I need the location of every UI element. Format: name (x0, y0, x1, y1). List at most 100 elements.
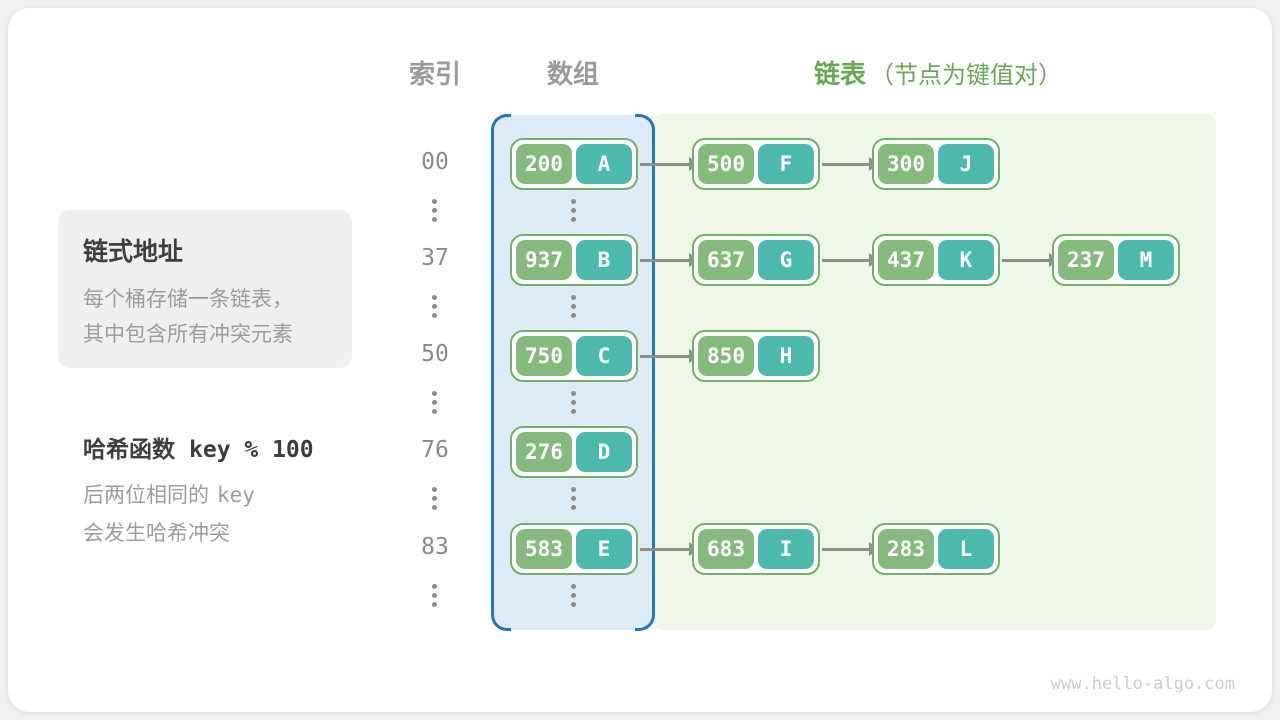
ellipsis-dots (432, 199, 437, 222)
hash-note-line-1-code: key (217, 483, 255, 507)
key-cell: 750 (516, 336, 572, 376)
key-cell: 437 (878, 240, 934, 280)
header-index: 索引 (408, 59, 461, 89)
arrow-right-icon (640, 542, 699, 556)
ellipsis-dots (571, 391, 576, 414)
key-cell: 500 (698, 144, 754, 184)
key-cell: 683 (698, 529, 754, 569)
ellipsis-dots (432, 391, 437, 414)
dot (432, 505, 437, 510)
dot (432, 602, 437, 607)
hash-function-label: 哈希函数 (83, 436, 175, 462)
dot (432, 496, 437, 501)
key-cell: 637 (698, 240, 754, 280)
key-cell: 583 (516, 529, 572, 569)
dot (432, 409, 437, 414)
value-cell: I (758, 529, 814, 569)
dot (571, 409, 576, 414)
value-cell: J (938, 144, 994, 184)
dot (432, 199, 437, 204)
dot (571, 496, 576, 501)
value-cell: H (758, 336, 814, 376)
dot (432, 584, 437, 589)
dot (571, 487, 576, 492)
info-box-title: 链式地址 (83, 238, 184, 266)
dot (432, 217, 437, 222)
value-cell: L (938, 529, 994, 569)
arrow-right-icon (640, 253, 699, 267)
header-array: 数组 (546, 59, 599, 89)
dot (432, 400, 437, 405)
info-box: 链式地址 每个桶存储一条链表， 其中包含所有冲突元素 (58, 210, 352, 368)
header-list: 链表（节点为键值对） (668, 54, 1208, 91)
value-cell: B (576, 240, 632, 280)
arrow-right-icon (640, 157, 699, 171)
dot (571, 602, 576, 607)
watermark: www.hello-algo.com (1050, 674, 1235, 694)
dot (571, 400, 576, 405)
dot (571, 391, 576, 396)
ellipsis-dots (571, 487, 576, 510)
ellipsis-dots (432, 487, 437, 510)
index-label: 50 (421, 341, 449, 367)
value-cell: G (758, 240, 814, 280)
dot (571, 593, 576, 598)
key-cell: 237 (1058, 240, 1114, 280)
ellipsis-dots (571, 199, 576, 222)
dot (432, 593, 437, 598)
arrow-right-icon (1002, 253, 1059, 267)
arrow-right-icon (822, 542, 879, 556)
key-cell: 283 (878, 529, 934, 569)
key-cell: 300 (878, 144, 934, 184)
dot (571, 304, 576, 309)
ellipsis-dots (432, 584, 437, 607)
dot (571, 584, 576, 589)
value-cell: A (576, 144, 632, 184)
dot (432, 304, 437, 309)
info-box-line-1: 每个桶存储一条链表， (83, 288, 293, 311)
value-cell: C (576, 336, 632, 376)
hash-note-line-1-text: 后两位相同的 (83, 484, 209, 507)
arrow-right-icon (822, 157, 879, 171)
key-cell: 276 (516, 432, 572, 472)
info-box-line-2: 其中包含所有冲突元素 (83, 323, 293, 346)
hash-note-line-2: 会发生哈希冲突 (83, 522, 230, 545)
arrow-right-icon (822, 253, 879, 267)
value-cell: K (938, 240, 994, 280)
dot (432, 295, 437, 300)
ellipsis-dots (571, 584, 576, 607)
dot (571, 217, 576, 222)
dot (432, 487, 437, 492)
header-list-note: （节点为键值对） (870, 62, 1062, 89)
dot (571, 505, 576, 510)
dot (571, 199, 576, 204)
hash-note-line-1: 后两位相同的 key (83, 476, 314, 515)
header-list-title: 链表 (813, 59, 866, 89)
dot (571, 208, 576, 213)
value-cell: F (758, 144, 814, 184)
dot (432, 391, 437, 396)
dot (571, 313, 576, 318)
dot (432, 313, 437, 318)
ellipsis-dots (571, 295, 576, 318)
index-label: 76 (421, 437, 449, 463)
key-cell: 200 (516, 144, 572, 184)
dot (432, 208, 437, 213)
value-cell: D (576, 432, 632, 472)
index-label: 37 (421, 245, 449, 271)
